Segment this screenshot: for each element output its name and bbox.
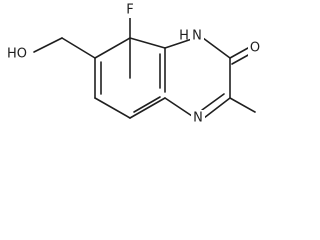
bond-c5-c6 — [94, 97, 131, 119]
nh-hydrogen-label: H — [179, 29, 189, 44]
bond-double-c2-o — [231, 53, 251, 65]
substituents — [33, 17, 256, 113]
benzene-ring — [94, 37, 166, 119]
bond-c3-methyl — [229, 97, 256, 113]
nitrogen-label-bottom: N — [193, 111, 203, 126]
pyrazinone-ring — [164, 37, 231, 119]
bond-n1-c2 — [202, 37, 231, 59]
bond-c4a-c5 — [129, 97, 166, 119]
bond-c3-n4 — [203, 97, 231, 119]
nitrogen-label-top: N — [192, 29, 202, 44]
bond-double-c4a-c5 — [133, 96, 161, 113]
bond-ch2-oh — [33, 37, 63, 53]
chemical-structure: F HO N H N O — [2, 2, 262, 126]
atom-labels: F HO N H N O — [2, 2, 262, 126]
fluorine-label: F — [126, 3, 133, 18]
hydroxyl-label: HO — [7, 47, 27, 62]
bond-c8-c8a-top — [129, 37, 166, 49]
bond-c7-c8 — [94, 37, 131, 59]
bond-double-c3-n4 — [201, 93, 225, 111]
bond-c2-o — [229, 47, 249, 59]
oxygen-label: O — [250, 41, 260, 56]
bond-c7-ch2 — [61, 37, 96, 59]
bond-n4-c4a — [164, 97, 196, 119]
